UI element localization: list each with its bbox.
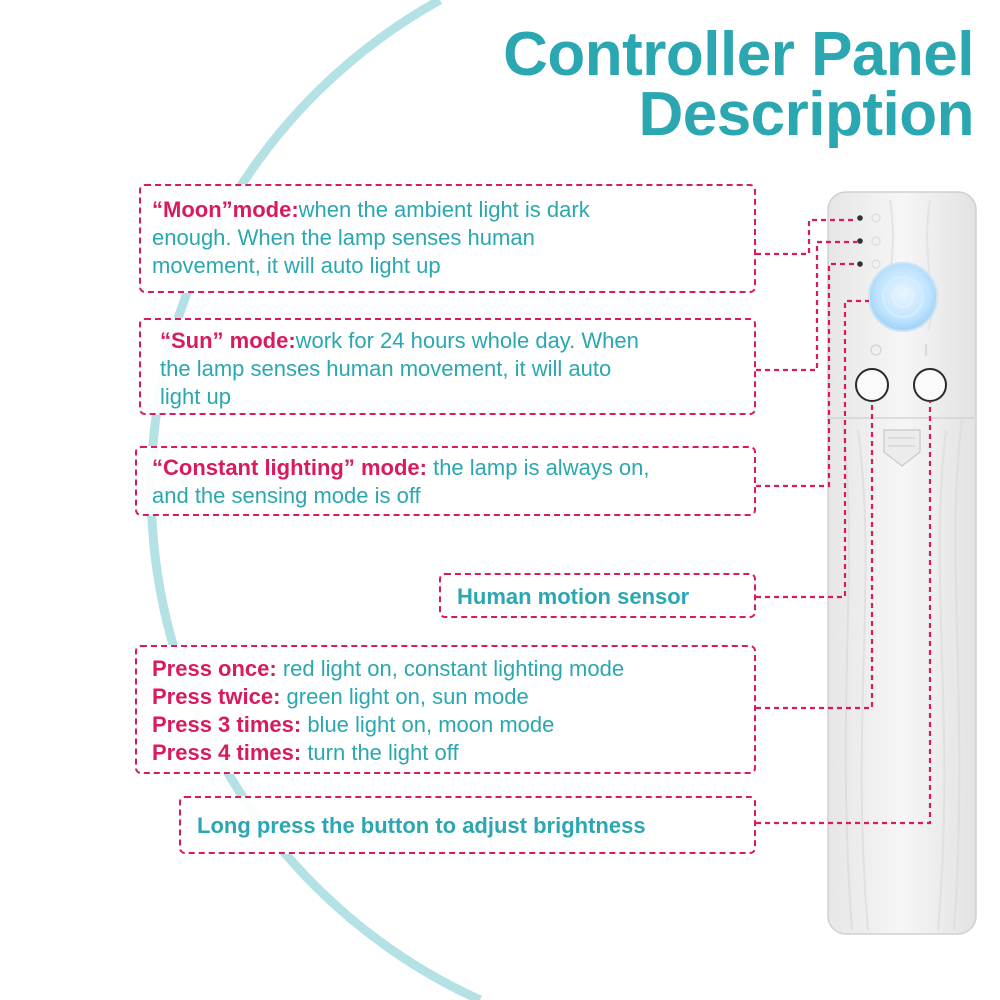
press-4-times-keyword: Press 4 times: <box>152 740 302 765</box>
press-once-text: red light on, constant lighting mode <box>276 656 625 681</box>
sun-mode-callout: “Sun” mode:work for 24 hours whole day. … <box>139 318 756 415</box>
leader-sun <box>756 240 857 372</box>
mode-button[interactable] <box>855 368 889 402</box>
constant-mode-line-2: and the sensing mode is off <box>152 483 421 508</box>
press-twice-text: green light on, sun mode <box>280 684 529 709</box>
moon-indicator-dot <box>857 215 863 221</box>
sun-mode-line-2: the lamp senses human movement, it will … <box>160 356 612 381</box>
brightness-button[interactable] <box>913 368 947 402</box>
long-press-label: Long press the button to adjust brightne… <box>197 813 646 838</box>
press-4-times-text: turn the light off <box>301 740 459 765</box>
constant-mode-text: the lamp is always on, <box>426 455 650 480</box>
long-press-callout: Long press the button to adjust brightne… <box>179 796 756 854</box>
sun-indicator-dot <box>857 238 863 244</box>
sun-mode-line-3: light up <box>160 384 231 409</box>
press-twice-line: Press twice: green light on, sun mode <box>152 683 754 711</box>
motion-sensor-callout: Human motion sensor <box>439 573 756 618</box>
leader-long-press <box>756 401 932 825</box>
leader-lines <box>756 218 932 825</box>
moon-icon <box>871 213 881 223</box>
leader-moon <box>756 218 857 256</box>
leader-constant <box>756 262 857 488</box>
constant-mode-callout: “Constant lighting” mode: the lamp is al… <box>135 446 756 516</box>
power-icon <box>870 344 882 356</box>
press-3-times-line: Press 3 times: blue light on, moon mode <box>152 711 754 739</box>
press-instructions-callout: Press once: red light on, constant light… <box>135 645 756 774</box>
page-title-line-1: Controller Panel <box>503 20 974 89</box>
sun-mode-keyword: “Sun” mode: <box>160 328 296 353</box>
leader-press <box>756 401 874 710</box>
motion-sensor-label: Human motion sensor <box>457 584 690 609</box>
press-once-line: Press once: red light on, constant light… <box>152 655 754 683</box>
moon-mode-keyword: “Moon”mode: <box>152 197 299 222</box>
press-3-times-keyword: Press 3 times: <box>152 712 302 737</box>
bulb-indicator-dot <box>857 261 863 267</box>
page-title-line-2: Description <box>638 80 974 149</box>
constant-mode-keyword: “Constant lighting” mode: <box>152 455 427 480</box>
moon-mode-callout: “Moon”mode:when the ambient light is dar… <box>139 184 756 293</box>
press-twice-keyword: Press twice: <box>152 684 281 709</box>
constant-mode-line-1: “Constant lighting” mode: the lamp is al… <box>152 454 754 482</box>
moon-mode-text: when the ambient light is dark <box>298 197 590 222</box>
bulb-icon <box>871 259 881 269</box>
press-3-times-text: blue light on, moon mode <box>301 712 555 737</box>
leader-sensor <box>756 299 869 599</box>
moon-mode-line-3: movement, it will auto light up <box>152 253 441 278</box>
motion-sensor-lens <box>868 262 938 332</box>
press-4-times-line: Press 4 times: turn the light off <box>152 739 754 767</box>
moon-mode-line-2: enough. When the lamp senses human <box>152 225 535 250</box>
sun-mode-text: work for 24 hours whole day. When <box>295 328 639 353</box>
sun-mode-line-1: “Sun” mode:work for 24 hours whole day. … <box>160 327 754 355</box>
moon-mode-line-1: “Moon”mode:when the ambient light is dar… <box>152 196 754 224</box>
sun-icon <box>871 236 881 246</box>
press-once-keyword: Press once: <box>152 656 277 681</box>
